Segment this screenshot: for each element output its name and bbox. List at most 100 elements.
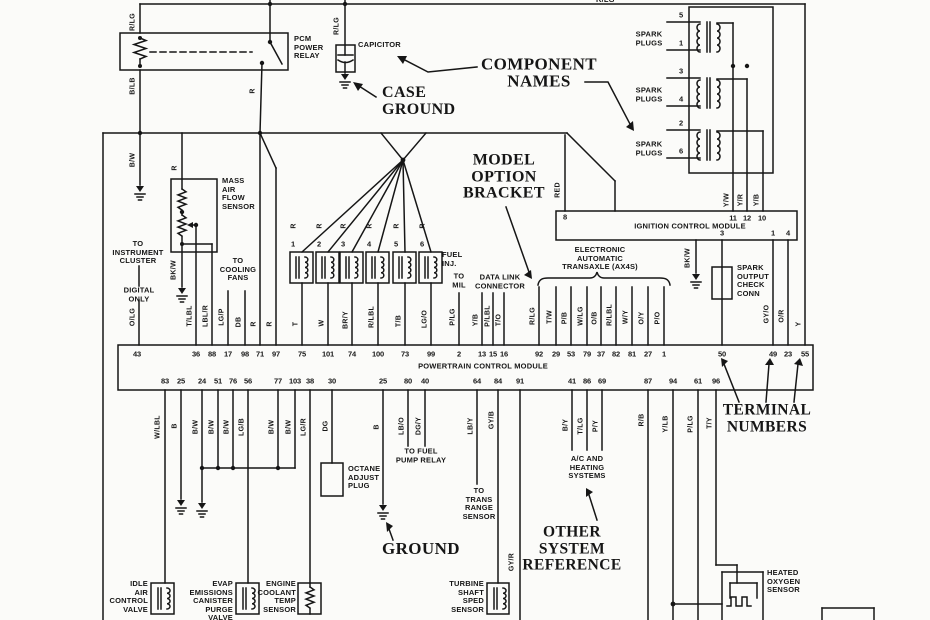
wire-label: R bbox=[393, 223, 401, 229]
wire-label: P/O bbox=[654, 311, 662, 325]
wire-label: LG/R bbox=[300, 418, 308, 436]
pcm-bottom-wires bbox=[164, 389, 738, 620]
to-fuel-pump-relay-label: TO FUEL PUMP RELAY bbox=[395, 446, 447, 464]
wire-label: T/Y bbox=[706, 417, 714, 429]
pcm-terminal: 96 bbox=[712, 376, 720, 386]
pcm-power-relay bbox=[119, 32, 289, 201]
pcm-terminal: 43 bbox=[133, 349, 141, 359]
wire-label: B/W bbox=[223, 419, 231, 435]
icm-terminal: 8 bbox=[563, 212, 567, 222]
callout-component-names: COMPONENT NAMES bbox=[481, 54, 597, 90]
pcm-terminal: 13 bbox=[478, 349, 486, 359]
pcm-terminal: 91 bbox=[516, 376, 524, 386]
turbine-shaft-speed-sensor bbox=[486, 582, 510, 615]
wire-label: T/B bbox=[395, 314, 403, 328]
spark-terminal: 2 bbox=[679, 118, 683, 128]
wire-label: DG bbox=[322, 420, 330, 432]
callout-terminal-numbers: TERMINAL NUMBERS bbox=[722, 401, 812, 435]
wire-label: DB bbox=[235, 316, 243, 328]
pcm-terminal: 81 bbox=[628, 349, 636, 359]
wire-label: R bbox=[290, 223, 298, 229]
spark-terminal: 6 bbox=[679, 146, 683, 156]
spark-terminal: 1 bbox=[679, 38, 683, 48]
pcm-terminal: 69 bbox=[598, 376, 606, 386]
pcm-terminal: 88 bbox=[208, 349, 216, 359]
injector-number: 6 bbox=[420, 239, 424, 249]
pcm-terminal: 103 bbox=[289, 376, 301, 386]
pcm-terminal: 84 bbox=[494, 376, 502, 386]
pcm-terminal: 17 bbox=[224, 349, 232, 359]
reference-stub-wires bbox=[138, 265, 505, 346]
wire-label: R/LG bbox=[596, 0, 615, 5]
wire-label: T/LBL bbox=[186, 305, 194, 327]
wire-label: O/B bbox=[591, 311, 599, 325]
pcm-terminal: 94 bbox=[669, 376, 677, 386]
wire-label: Y/B bbox=[472, 313, 480, 327]
wire-label: T/O bbox=[495, 313, 503, 327]
wire-label: B/W bbox=[129, 152, 137, 168]
wire-label: P/LBL bbox=[484, 305, 492, 327]
pcm-terminal: 82 bbox=[612, 349, 620, 359]
wire-label: W/LG bbox=[577, 306, 585, 326]
wire-label: LB/Y bbox=[467, 417, 475, 435]
pcm-terminal: 80 bbox=[404, 376, 412, 386]
pcm-terminal: 55 bbox=[801, 349, 809, 359]
wire-label: P/Y bbox=[592, 419, 600, 433]
pcm-box bbox=[117, 344, 814, 391]
data-link-connector-label: DATA LINK CONNECTOR bbox=[475, 272, 525, 290]
pcm-label: POWERTRAIN CONTROL MODULE bbox=[418, 361, 548, 371]
transaxle-label: ELECTRONIC AUTOMATIC TRANSAXLE (AX4S) bbox=[562, 245, 638, 272]
wire-label: Y bbox=[795, 321, 803, 327]
spark-terminal: 3 bbox=[679, 66, 683, 76]
pcm-terminal: 49 bbox=[769, 349, 777, 359]
wire-label: T bbox=[292, 321, 300, 327]
wire-label: GY/R bbox=[508, 552, 516, 572]
ac-heating-label: A/C AND HEATING SYSTEMS bbox=[568, 454, 606, 481]
wire-label: T/W bbox=[546, 310, 554, 324]
pcm-terminal: 27 bbox=[644, 349, 652, 359]
pcm-terminal: 97 bbox=[272, 349, 280, 359]
wire-label: R bbox=[316, 223, 324, 229]
wire-label: R/LG bbox=[129, 13, 137, 31]
pcm-terminal: 15 bbox=[489, 349, 497, 359]
evap-label: EVAP EMISSIONS CANISTER PURGE VALVE bbox=[189, 579, 233, 620]
pcm-terminal: 100 bbox=[372, 349, 384, 359]
cut-component bbox=[821, 607, 875, 620]
spark-terminal: 5 bbox=[679, 10, 683, 20]
to-cooling-fans-label: TO COOLING FANS bbox=[219, 256, 257, 283]
pcm-terminal: 16 bbox=[500, 349, 508, 359]
fuel-inj-label: FUEL INJ. bbox=[442, 250, 463, 268]
wire-label: R bbox=[171, 165, 179, 171]
spark-output-check-conn-label: SPARK OUTPUT CHECK CONN bbox=[737, 263, 770, 298]
wire-label: B bbox=[171, 423, 179, 429]
pcm-terminal: 38 bbox=[306, 376, 314, 386]
spark-plugs-label: SPARK PLUGS bbox=[635, 29, 663, 47]
callout-arrows bbox=[353, 56, 803, 541]
icm-terminal: 12 bbox=[743, 213, 751, 223]
ho2s-label: HEATED OXYGEN SENSOR bbox=[767, 568, 801, 595]
wire-label: Y/W bbox=[723, 192, 731, 208]
evap-purge-valve bbox=[235, 582, 260, 615]
pcm-terminal: 99 bbox=[427, 349, 435, 359]
injector-number: 4 bbox=[367, 239, 371, 249]
pcm-terminal: 79 bbox=[583, 349, 591, 359]
ect-label: ENGINE COOLANT TEMP SENSOR bbox=[257, 579, 296, 614]
wire-label: O/R bbox=[778, 309, 786, 323]
relay-label: PCM POWER RELAY bbox=[294, 34, 324, 61]
callout-case-ground: CASE GROUND bbox=[382, 84, 456, 118]
wire-label: R/LG bbox=[333, 17, 341, 35]
injector-number: 2 bbox=[317, 239, 321, 249]
wire-label: Y/B bbox=[753, 193, 761, 207]
pcm-terminal: 24 bbox=[198, 376, 206, 386]
transaxle-wires bbox=[537, 271, 671, 346]
wire-label: Y/R bbox=[737, 193, 745, 207]
capacitor-label: CAPICITOR bbox=[358, 40, 401, 49]
wire-label: W/LBL bbox=[154, 415, 162, 439]
idle-air-control-valve bbox=[150, 582, 175, 615]
pcm-terminal: 50 bbox=[718, 349, 726, 359]
wire-label: BK/W bbox=[170, 260, 178, 280]
wire-label: B bbox=[373, 424, 381, 430]
callout-model-option-bracket: MODEL OPTION BRACKET bbox=[463, 151, 545, 202]
wire-label: DG/Y bbox=[415, 416, 423, 436]
